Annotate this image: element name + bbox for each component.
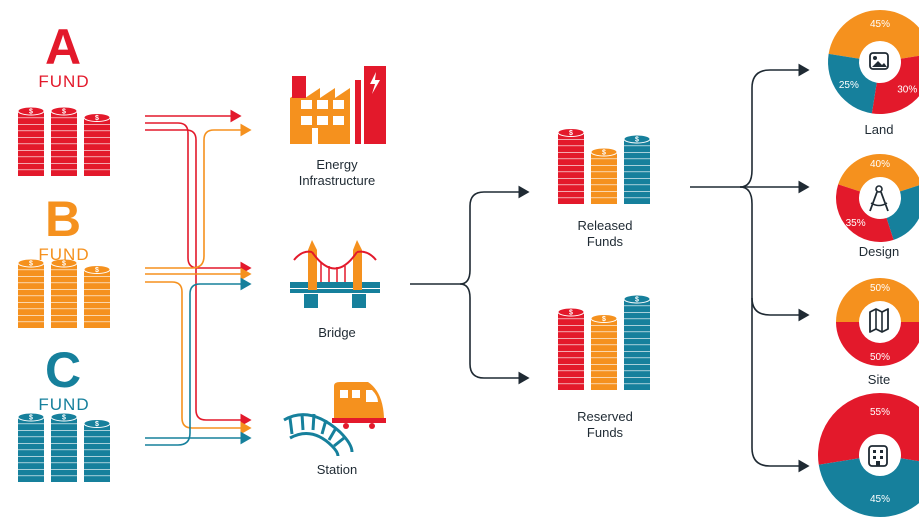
reserved-funds-label: Reserved Funds xyxy=(545,409,665,441)
fund-b-word: FUND xyxy=(38,245,90,264)
coin-stack: $ xyxy=(590,147,618,204)
donut-slice xyxy=(828,10,919,59)
svg-text:$: $ xyxy=(29,415,33,422)
donut-center xyxy=(861,303,899,341)
coin-stack: $ xyxy=(50,412,78,482)
donut-slice-label: 45% xyxy=(870,494,890,505)
donut-slice xyxy=(828,53,877,114)
donut-slice-label: 35% xyxy=(846,218,866,229)
donut-slice xyxy=(818,458,919,517)
donut-slice-label: 30% xyxy=(897,85,917,96)
svg-text:$: $ xyxy=(62,415,66,422)
svg-text:$: $ xyxy=(95,267,99,274)
fund-a-letter: A xyxy=(44,19,82,75)
coin-stack: $ xyxy=(557,128,585,204)
allocation-label-site: Site xyxy=(867,372,891,387)
factory-icon xyxy=(290,66,386,144)
fund-c-word: FUND xyxy=(38,395,90,414)
coin-stack: $ xyxy=(590,314,618,390)
fund-a-word: FUND xyxy=(38,72,90,91)
donut-slice xyxy=(886,185,919,240)
donut-slice xyxy=(818,393,919,465)
donut-center xyxy=(861,179,899,217)
donut-slice-label: 45% xyxy=(870,19,890,30)
donut-slice xyxy=(871,55,919,114)
svg-text:$: $ xyxy=(29,109,33,116)
reserved-line1: Reserved xyxy=(577,409,633,424)
allocation-label-land: Land xyxy=(864,122,894,137)
donut-slice-label: 40% xyxy=(870,159,890,170)
coin-stack: $ xyxy=(557,307,585,390)
svg-text:$: $ xyxy=(29,261,33,268)
project-to-funds-connector xyxy=(410,185,530,385)
svg-text:$: $ xyxy=(602,150,606,157)
allocation-donut: 50% 50% xyxy=(836,278,919,366)
svg-text:$: $ xyxy=(95,115,99,122)
donut-slice xyxy=(836,278,919,322)
donut-center xyxy=(861,436,899,474)
coin-stack: $ xyxy=(17,412,45,482)
svg-text:$: $ xyxy=(635,137,639,144)
coin-stack: $ xyxy=(50,258,78,328)
coin-stack: $ xyxy=(623,294,651,390)
project-station-line1: Station xyxy=(316,462,358,477)
train-station-icon xyxy=(283,382,386,457)
coin-stack: $ xyxy=(17,106,45,176)
coin-stack: $ xyxy=(50,106,78,176)
coin-stack: $ xyxy=(623,134,651,204)
allocation-donut: 40% 35% xyxy=(836,154,919,242)
map-icon xyxy=(869,308,889,333)
donut-slice xyxy=(836,322,919,366)
donut-slice-label: 55% xyxy=(870,407,890,418)
donut-slice-label: 25% xyxy=(839,80,859,91)
released-line2: Funds xyxy=(586,234,624,249)
flow-a-bridge xyxy=(145,122,252,275)
project-energy-line2: Infrastructure xyxy=(298,173,376,188)
building-icon xyxy=(868,445,888,467)
svg-text:$: $ xyxy=(635,297,639,304)
fund-c-letter: C xyxy=(44,342,82,398)
svg-text:$: $ xyxy=(569,130,573,137)
flow-a-station xyxy=(145,129,252,427)
project-label-energy: Energy Infrastructure xyxy=(277,157,397,189)
bridge-icon xyxy=(290,240,380,308)
image-icon xyxy=(869,52,889,70)
fund-flow-lines xyxy=(145,109,252,446)
donut-slice-label: 50% xyxy=(870,283,890,294)
project-label-station: Station xyxy=(277,462,397,478)
coin-stack: $ xyxy=(83,265,111,328)
allocation-label-design: Design xyxy=(858,244,900,259)
coin-stack: $ xyxy=(83,113,111,176)
flow-b-station xyxy=(145,281,252,435)
coin-stack: $ xyxy=(83,419,111,482)
fund-b-letter: B xyxy=(44,191,82,247)
svg-text:$: $ xyxy=(62,261,66,268)
flow-b-energy xyxy=(145,123,252,269)
released-line1: Released xyxy=(577,218,633,233)
project-energy-line1: Energy xyxy=(316,157,358,172)
svg-text:$: $ xyxy=(95,421,99,428)
allocation-donut: 45% 30% 25% xyxy=(828,10,919,114)
funds-to-allocations-connector xyxy=(690,63,810,473)
donut-center xyxy=(861,43,899,81)
svg-text:$: $ xyxy=(569,310,573,317)
project-bridge-line1: Bridge xyxy=(318,325,356,340)
reserved-line2: Funds xyxy=(586,425,624,440)
svg-text:$: $ xyxy=(62,109,66,116)
donut-slice xyxy=(836,184,894,242)
flow-c-bridge xyxy=(145,277,252,446)
released-funds-label: Released Funds xyxy=(545,218,665,250)
fund-flow-diagram: $ $ $ $ $ $ $ $ $ xyxy=(17,10,919,517)
donut-slice xyxy=(838,154,919,192)
svg-text:$: $ xyxy=(602,316,606,323)
compass-icon xyxy=(869,185,889,212)
coin-stack: $ xyxy=(17,258,45,328)
project-label-bridge: Bridge xyxy=(277,325,397,341)
donut-slice-label: 50% xyxy=(870,352,890,363)
